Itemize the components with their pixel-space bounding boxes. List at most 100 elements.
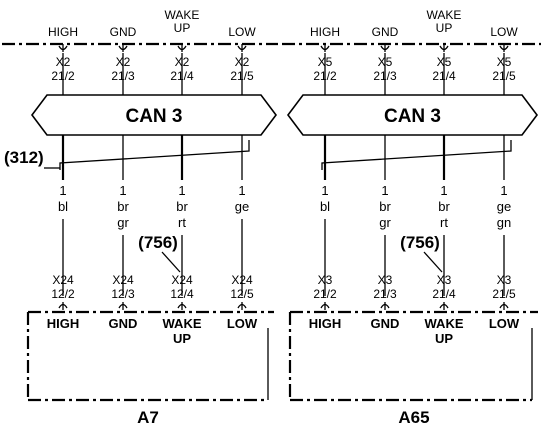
wire-code-label-line: ge <box>497 199 511 214</box>
top-pin-label: LOW <box>228 25 256 39</box>
top-pin-label: LOW <box>490 25 518 39</box>
shield-bracket <box>321 140 512 170</box>
connector-pin-icon <box>177 302 187 310</box>
bottom-connector-label-line: X3 <box>378 273 393 287</box>
bottom-connector-label-line: 21/2 <box>313 287 337 301</box>
connector-pin-icon <box>499 44 509 52</box>
wire-code-label-line: br <box>438 199 450 214</box>
bottom-pin-label-line: GND <box>109 316 138 331</box>
can-bus-label: CAN 3 <box>384 106 441 127</box>
connector-pin-icon <box>439 302 449 310</box>
connector-pin-icon <box>58 44 68 52</box>
wire-code-label-line: 1 <box>500 183 507 198</box>
bottom-connector-label-line: 12/4 <box>170 287 194 301</box>
bottom-pin-label-line: UP <box>435 331 453 346</box>
bottom-pin-label-line: GND <box>371 316 400 331</box>
connector-pin-icon <box>439 44 449 52</box>
top-pin-label-line: LOW <box>228 25 256 39</box>
top-pin-label-line: HIGH <box>310 25 340 39</box>
bottom-connector-label-line: X3 <box>437 273 452 287</box>
wire-code-label-line: br <box>176 199 188 214</box>
wire-code-label-line: bl <box>320 199 330 214</box>
connector-pin-icon <box>118 302 128 310</box>
bottom-connector-label-line: X3 <box>318 273 333 287</box>
wire-code-label-line: 1 <box>59 183 66 198</box>
can-bus-label: CAN 3 <box>125 106 182 127</box>
wire-code-label-line: bl <box>58 199 68 214</box>
bottom-connector-label-line: X3 <box>497 273 512 287</box>
bottom-pin-label-line: WAKE <box>163 316 202 331</box>
bottom-connector-label-line: 12/2 <box>51 287 75 301</box>
top-pin-label-line: WAKE <box>165 8 200 22</box>
wire-code-label-line: 1 <box>119 183 126 198</box>
component-label: A65 <box>398 408 429 427</box>
wire-code-label-line: 1 <box>381 183 388 198</box>
wire-code-label-line: 1 <box>178 183 185 198</box>
connector-pin-icon <box>237 302 247 310</box>
bottom-pin-label-line: UP <box>173 331 191 346</box>
bottom-connector-label-line: 21/3 <box>373 287 397 301</box>
top-pin-label-line: WAKE <box>427 8 462 22</box>
connector-pin-icon <box>118 44 128 52</box>
top-pin-label-line: LOW <box>490 25 518 39</box>
wire-code-label-line: gn <box>497 215 511 230</box>
wire-code-label-line: rt <box>178 215 186 230</box>
wire-code-label-line: ge <box>235 199 249 214</box>
wire-code-label-line: gr <box>379 215 391 230</box>
bottom-pin-label: LOW <box>489 316 520 331</box>
bottom-connector-label-line: 21/4 <box>432 287 456 301</box>
wire-code-label-line: 1 <box>238 183 245 198</box>
top-pin-label-line: GND <box>372 25 399 39</box>
shield-bracket <box>59 140 250 170</box>
bottom-pin-label: HIGH <box>309 316 342 331</box>
top-pin-label-line: HIGH <box>48 25 78 39</box>
bottom-pin-label-line: LOW <box>489 316 520 331</box>
bottom-connector-label-line: 21/5 <box>492 287 516 301</box>
bottom-connector-label-line: X24 <box>231 273 253 287</box>
connector-pin-icon <box>320 302 330 310</box>
can-bus-arrow <box>31 94 277 136</box>
bottom-pin-label-line: HIGH <box>47 316 80 331</box>
connector-pin-icon <box>58 302 68 310</box>
bottom-connector-label-line: 12/5 <box>230 287 254 301</box>
wire-code-label-line: br <box>379 199 391 214</box>
top-pin-label: HIGH <box>48 25 78 39</box>
bottom-pin-label-line: WAKE <box>425 316 464 331</box>
connector-pin-icon <box>380 302 390 310</box>
top-pin-label: HIGH <box>310 25 340 39</box>
shield-ref-label: (312) <box>4 148 44 167</box>
bottom-pin-label: GND <box>371 316 400 331</box>
connector-pin-icon <box>177 44 187 52</box>
bottom-pin-label: HIGH <box>47 316 80 331</box>
bottom-pin-label-line: HIGH <box>309 316 342 331</box>
ref-756-leader <box>161 251 181 273</box>
top-pin-label-line: GND <box>110 25 137 39</box>
wire-code-label-line: rt <box>440 215 448 230</box>
top-pin-label-line: UP <box>436 21 453 35</box>
top-pin-label-line: UP <box>174 21 191 35</box>
bottom-connector-label-line: 12/3 <box>111 287 135 301</box>
bottom-connector-label-line: X24 <box>112 273 134 287</box>
